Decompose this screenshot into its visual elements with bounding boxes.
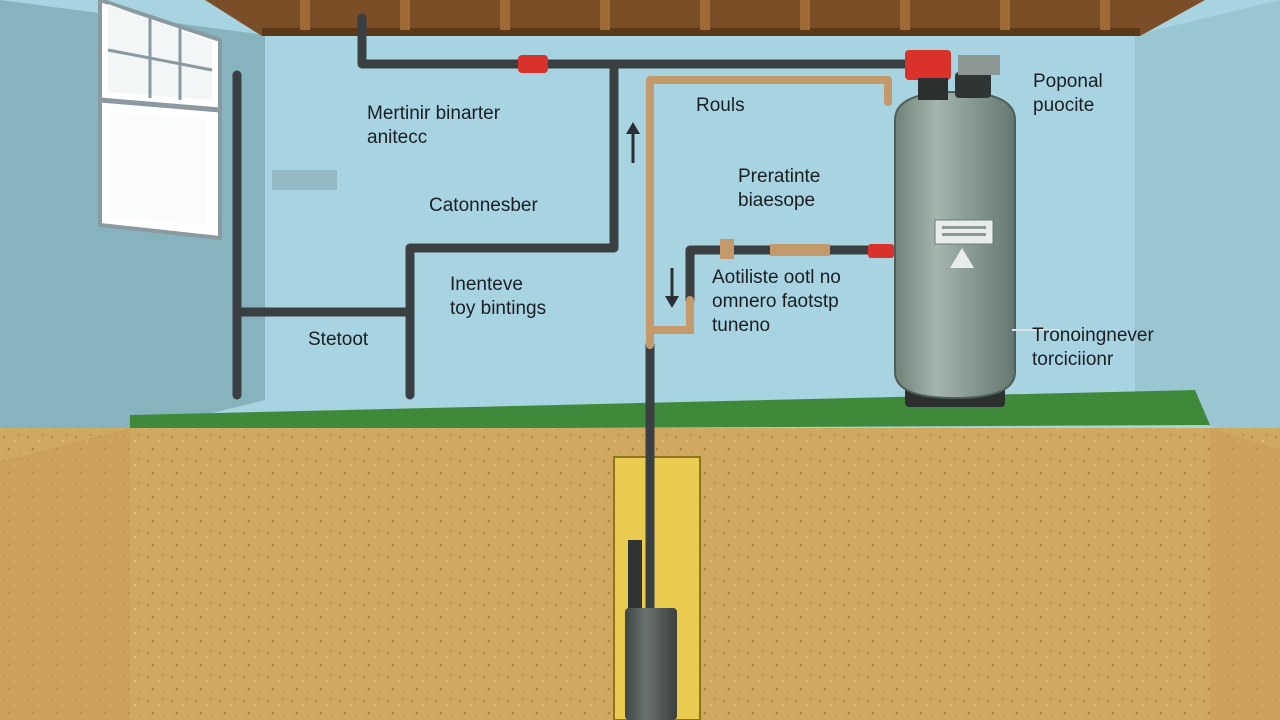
ceiling-valve bbox=[518, 55, 548, 73]
label-line: anitecc bbox=[367, 127, 428, 148]
label-line: Preratinte bbox=[738, 166, 821, 187]
flow-arrow-down bbox=[665, 268, 679, 308]
label-top-center: Rouls bbox=[696, 94, 745, 118]
label-line: Inenteve bbox=[450, 274, 523, 295]
left-soil-edge bbox=[0, 428, 130, 720]
flow-arrow-up bbox=[626, 122, 640, 163]
label-bottom-left: Stetoot bbox=[308, 328, 368, 352]
label-lower-center: Aotiliste ootl no omnero faotstp tuneno bbox=[712, 266, 841, 338]
wall-patch bbox=[272, 170, 337, 190]
label-line: Stetoot bbox=[308, 329, 369, 350]
dark-pipe-network bbox=[232, 13, 915, 615]
label-line: Aotiliste ootl no bbox=[712, 267, 841, 288]
elbow-fitting bbox=[720, 239, 734, 259]
pressure-tank bbox=[894, 90, 1060, 407]
label-line: tuneno bbox=[712, 315, 771, 336]
label-top-left: Mertinir binarter anitecc bbox=[367, 102, 500, 150]
label-mid-left: Catonnesber bbox=[429, 194, 538, 218]
label-line: Mertinir binarter bbox=[367, 103, 501, 124]
label-line: puocite bbox=[1033, 95, 1095, 116]
label-mid-center: Preratinte biaesope bbox=[738, 165, 820, 213]
label-line: Rouls bbox=[696, 95, 745, 116]
copper-pipe bbox=[646, 76, 892, 349]
label-line: torciciionr bbox=[1032, 349, 1114, 370]
label-line: toy bintings bbox=[450, 298, 547, 319]
label-line: Catonnesber bbox=[429, 195, 538, 216]
label-lower-left: Inenteve toy bintings bbox=[450, 273, 546, 321]
label-line: Tronoingnever bbox=[1032, 325, 1154, 346]
label-line: omnero faotstp bbox=[712, 291, 839, 312]
basement-window bbox=[98, 0, 222, 241]
line-valve bbox=[868, 244, 894, 258]
pressure-switch bbox=[905, 50, 1000, 100]
ceiling-joists bbox=[205, 0, 1205, 36]
label-right-side: Tronoingnever torciciionr bbox=[1032, 324, 1154, 372]
right-soil-edge bbox=[1210, 428, 1280, 720]
label-line: Poponal bbox=[1033, 71, 1103, 92]
copper-fitting bbox=[770, 244, 830, 256]
label-line: biaesope bbox=[738, 190, 816, 211]
submersible-pump bbox=[625, 540, 677, 720]
copper-pipe-lower bbox=[646, 296, 694, 334]
label-top-right: Poponal puocite bbox=[1033, 70, 1103, 118]
right-side-wall bbox=[1135, 0, 1280, 450]
